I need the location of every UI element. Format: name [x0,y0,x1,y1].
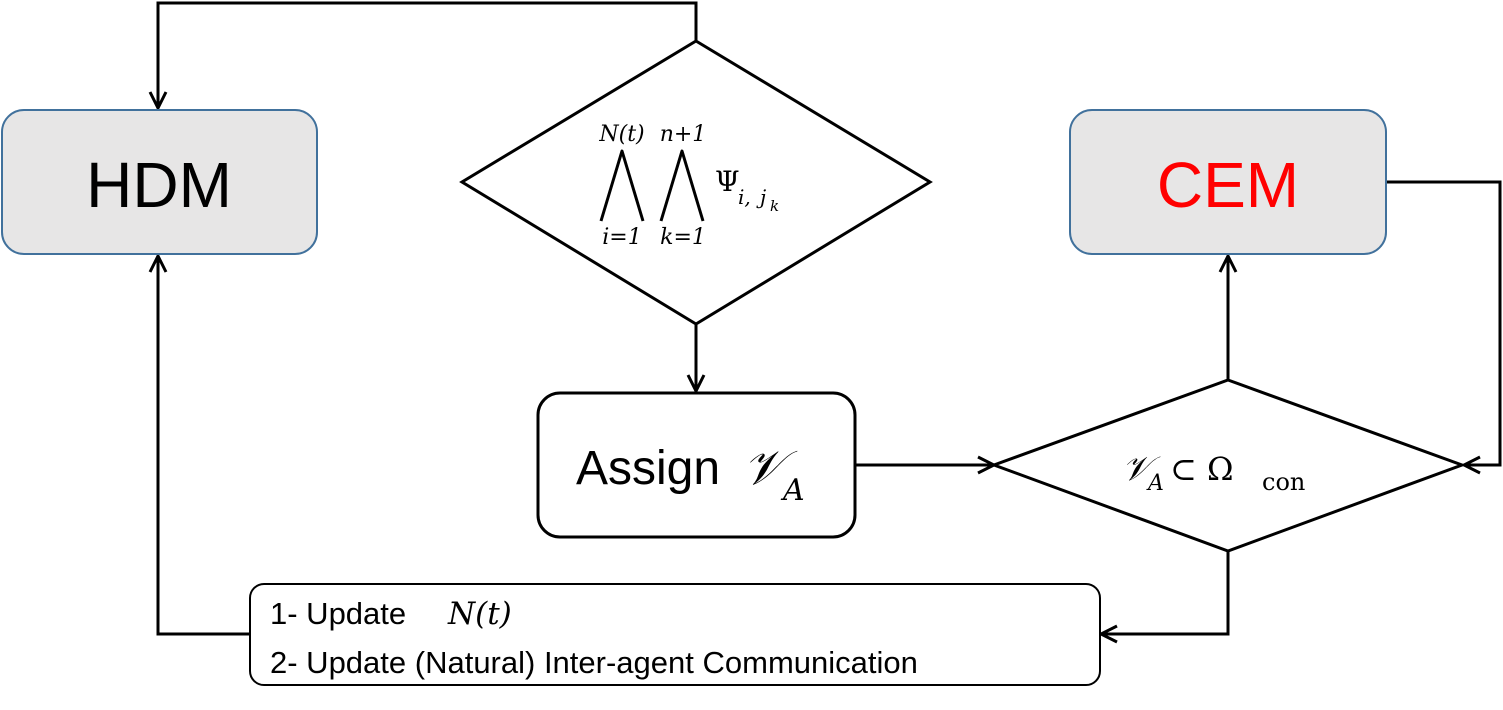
condition-psi-subscript-j: j [756,185,766,209]
condition-outer-upper: N(t) [598,122,644,147]
condition-psi: Ψ [715,165,740,198]
check-subscript: A [1146,471,1164,496]
hdm-label: HDM [86,149,232,221]
cem-box [1069,109,1387,255]
check-diamond [989,378,1467,553]
arrow-cem-to-check [1387,180,1502,465]
arrow-condition-to-hdm [158,1,698,108]
condition-psi-subscript-k: k [770,197,779,215]
condition-diamond [459,39,933,326]
conjunction-symbol-outer [599,149,645,222]
condition-psi-subscript-i: i, [738,185,751,209]
assign-word: Assign [576,442,720,495]
hdm-box [1,109,318,255]
cem-label: CEM [1157,149,1299,221]
conjunction-symbol-inner [659,149,705,222]
update-box [249,583,1101,686]
assign-box [536,391,857,539]
condition-inner-lower: k=1 [660,225,706,250]
check-relation: ⊂ Ω [1170,450,1234,488]
hdm-node: HDM [1,109,318,255]
condition-node: N(t) i=1 n+1 k=1 Ψ i, j k [459,39,933,326]
condition-outer-lower: i=1 [602,225,641,250]
assign-node: Assign 𝒱 A [536,391,857,539]
check-node: 𝒱 A ⊂ Ω con [989,378,1467,553]
update-line-1-math: N(t) [447,596,512,632]
check-set-subscript: con [1262,468,1305,496]
arrow-check-to-update [1101,551,1230,634]
update-line-1: 1- Update [270,596,406,631]
update-node: 1- Update N(t) 2- Update (Natural) Inter… [249,583,1101,686]
assign-subscript: A [780,473,805,508]
cem-node: CEM [1069,109,1387,255]
arrow-update-to-hdm [158,256,250,636]
condition-inner-upper: n+1 [660,122,707,147]
update-line-2: 2- Update (Natural) Inter-agent Communic… [270,645,918,680]
